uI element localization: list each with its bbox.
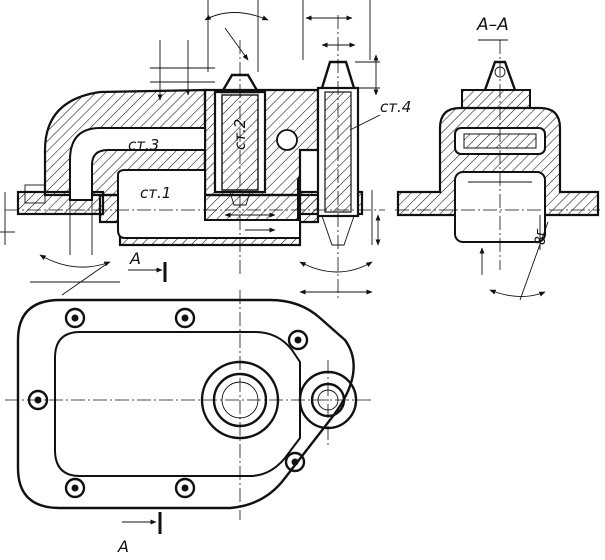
cut-mark-top: А bbox=[129, 249, 141, 268]
section-body-hatch bbox=[396, 106, 600, 217]
cut-mark-bottom: А bbox=[117, 537, 129, 556]
label-wall-2: ст.2 bbox=[231, 119, 249, 150]
front-section-view bbox=[0, 0, 385, 300]
channel-3 bbox=[69, 127, 206, 201]
label-wall-3: ст.3 bbox=[128, 136, 159, 154]
section-title: А–А bbox=[476, 15, 509, 35]
plan-view bbox=[5, 290, 372, 534]
bolt-holes bbox=[27, 307, 309, 499]
connection-hole bbox=[276, 129, 298, 151]
label-rib-8: 8г bbox=[533, 228, 549, 245]
plan-inner-contour bbox=[54, 331, 301, 477]
label-wall-4: ст.4 bbox=[380, 98, 411, 116]
label-wall-1: ст.1 bbox=[140, 184, 171, 202]
cavity-1 bbox=[117, 169, 301, 239]
section-a-a-view bbox=[395, 39, 600, 301]
